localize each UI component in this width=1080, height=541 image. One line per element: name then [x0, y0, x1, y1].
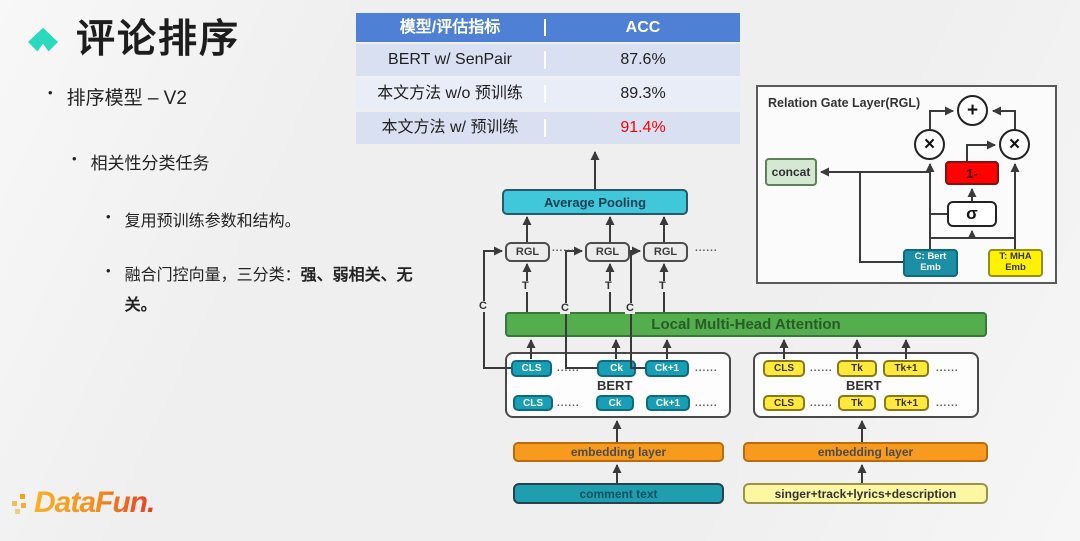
results-table: 模型/评估指标 ACC BERT w/ SenPair 87.6% 本文方法 w…	[356, 13, 740, 144]
ellipsis: ......	[936, 398, 959, 409]
c-bert-emb-box: C: Bert Emb	[903, 249, 958, 277]
table-cell-model: 本文方法 w/ 预训练	[356, 119, 546, 137]
ellipsis: ......	[810, 363, 833, 374]
ellipsis: ......	[695, 363, 718, 374]
c-bert-emb-line2: Emb	[920, 262, 941, 273]
token-tk: Tk	[838, 395, 876, 411]
bullet-marker: •	[48, 85, 53, 100]
bullet-text: 排序模型 – V2	[66, 88, 187, 109]
table-row: BERT w/ SenPair 87.6%	[356, 44, 740, 76]
bullet-text-normal: 融合门控向量，三分类：	[124, 267, 301, 284]
rgl-panel-title: Relation Gate Layer(RGL)	[768, 96, 921, 110]
bullet-marker: •	[72, 151, 77, 166]
token-ck1: Ck+1	[646, 395, 690, 411]
average-pooling-box: Average Pooling	[502, 189, 688, 215]
table-row: 本文方法 w/o 预训练 89.3%	[356, 78, 740, 110]
table-cell-model: 本文方法 w/o 预训练	[356, 85, 546, 103]
token-tk1: Tk+1	[884, 395, 929, 411]
bullet-gate-vector: • 融合门控向量，三分类：强、弱相关、无关。	[106, 261, 426, 322]
multiply-operator-left: ×	[914, 129, 945, 160]
table-header-row: 模型/评估指标 ACC	[356, 13, 740, 42]
t-mha-emb-line2: Emb	[1005, 262, 1026, 273]
singer-track-lyrics-box: singer+track+lyrics+description	[743, 483, 988, 504]
c-bert-emb-line1: C: Bert	[914, 251, 947, 263]
ellipsis: ......	[557, 363, 580, 374]
table-cell-acc: 89.3%	[620, 85, 666, 102]
datafun-logo: DataFun.	[10, 486, 155, 520]
token-cls: CLS	[763, 360, 805, 377]
table-header-acc: ACC	[625, 18, 661, 36]
t-wire-label: T	[604, 280, 613, 292]
bullet-marker: •	[106, 209, 111, 224]
token-cls: CLS	[513, 395, 553, 411]
table-cell-model: BERT w/ SenPair	[356, 51, 546, 69]
token-ck: Ck	[596, 395, 634, 411]
multiply-operator-right: ×	[999, 129, 1030, 160]
bullet-marker: •	[106, 263, 111, 278]
table-header-model: 模型/评估指标	[356, 18, 546, 37]
rgl-box-1: RGL	[505, 242, 550, 262]
bullet-relevance-task: • 相关性分类任务	[72, 149, 210, 174]
bullet-text: 相关性分类任务	[90, 154, 210, 173]
c-wire-label: C	[625, 302, 635, 314]
bullet-text: 融合门控向量，三分类：强、弱相关、无关。	[125, 261, 425, 322]
ellipsis: ......	[557, 398, 580, 409]
plus-operator: +	[957, 95, 988, 126]
token-tk: Tk	[837, 360, 877, 377]
ellipsis-after-rgl: ......	[695, 243, 718, 254]
t-wire-label: T	[658, 280, 667, 292]
ellipsis-before-rgl2: ......	[552, 243, 575, 254]
bert-label-left: BERT	[597, 378, 633, 393]
local-multi-head-attention-box: Local Multi-Head Attention	[505, 312, 987, 337]
table-row: 本文方法 w/ 预训练 91.4%	[356, 112, 740, 144]
embedding-layer-left: embedding layer	[513, 442, 724, 462]
one-minus-gate-box: 1-	[945, 161, 999, 185]
token-cls: CLS	[511, 360, 552, 377]
token-ck: Ck	[597, 360, 636, 377]
t-wire-label: T	[521, 280, 530, 292]
t-mha-emb-box: T: MHA Emb	[988, 249, 1043, 277]
token-tk1: Tk+1	[883, 360, 929, 377]
embedding-layer-right: embedding layer	[743, 442, 988, 462]
concat-box: concat	[765, 158, 817, 186]
ellipsis: ......	[936, 363, 959, 374]
token-ck1: Ck+1	[645, 360, 689, 377]
comment-text-box: comment text	[513, 483, 724, 504]
bullet-reuse-pretrain: • 复用预训练参数和结构。	[106, 207, 301, 231]
sigmoid-box: σ	[947, 201, 997, 227]
c-wire-label: C	[560, 302, 570, 314]
rgl-box-2: RGL	[585, 242, 630, 262]
table-cell-acc: 87.6%	[620, 51, 666, 68]
rgl-box-3: RGL	[643, 242, 688, 262]
bert-label-right: BERT	[846, 378, 882, 393]
table-cell-acc-highlight: 91.4%	[620, 119, 666, 136]
c-wire-label: C	[478, 300, 488, 312]
page-title: 评论排序	[76, 18, 241, 61]
bullet-text-bold: 强、弱相关、无关。	[124, 267, 413, 315]
arrow-up-diamond-icon	[28, 27, 58, 52]
bullet-sorting-model: • 排序模型 – V2	[48, 83, 187, 110]
t-mha-emb-line1: T: MHA	[999, 251, 1032, 263]
logo-text: DataFun.	[34, 486, 155, 519]
ellipsis: ......	[810, 398, 833, 409]
bullet-text: 复用预训练参数和结构。	[124, 213, 301, 230]
logo-sparkle-icon	[10, 492, 32, 514]
token-cls: CLS	[763, 395, 805, 411]
ellipsis: ......	[695, 398, 718, 409]
